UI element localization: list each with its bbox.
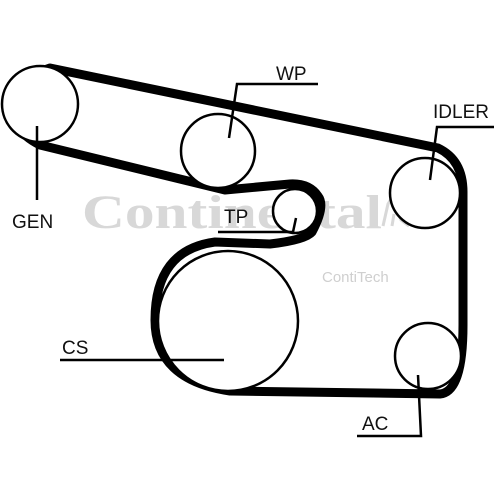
wp-leader-line — [227, 82, 318, 139]
gen-label: GEN — [12, 212, 53, 233]
ac-pulley — [393, 321, 463, 391]
idler-leader-line — [428, 125, 494, 181]
ac-leader-line — [357, 374, 423, 438]
cs-label: CS — [62, 338, 88, 359]
tp-label: TP — [224, 207, 248, 228]
tp-leader-line — [218, 217, 298, 234]
wp-pulley — [179, 112, 257, 190]
idler-pulley — [388, 156, 462, 230]
tp-pulley — [271, 187, 319, 235]
continental-watermark: Continental — [82, 186, 382, 239]
ac-label: AC — [362, 414, 388, 435]
wp-label: WP — [276, 64, 307, 85]
cs-pulley — [156, 249, 300, 393]
gen-pulley — [0, 64, 80, 144]
idler-label: IDLER — [433, 102, 489, 123]
contitech-watermark: ContiTech — [322, 269, 389, 286]
